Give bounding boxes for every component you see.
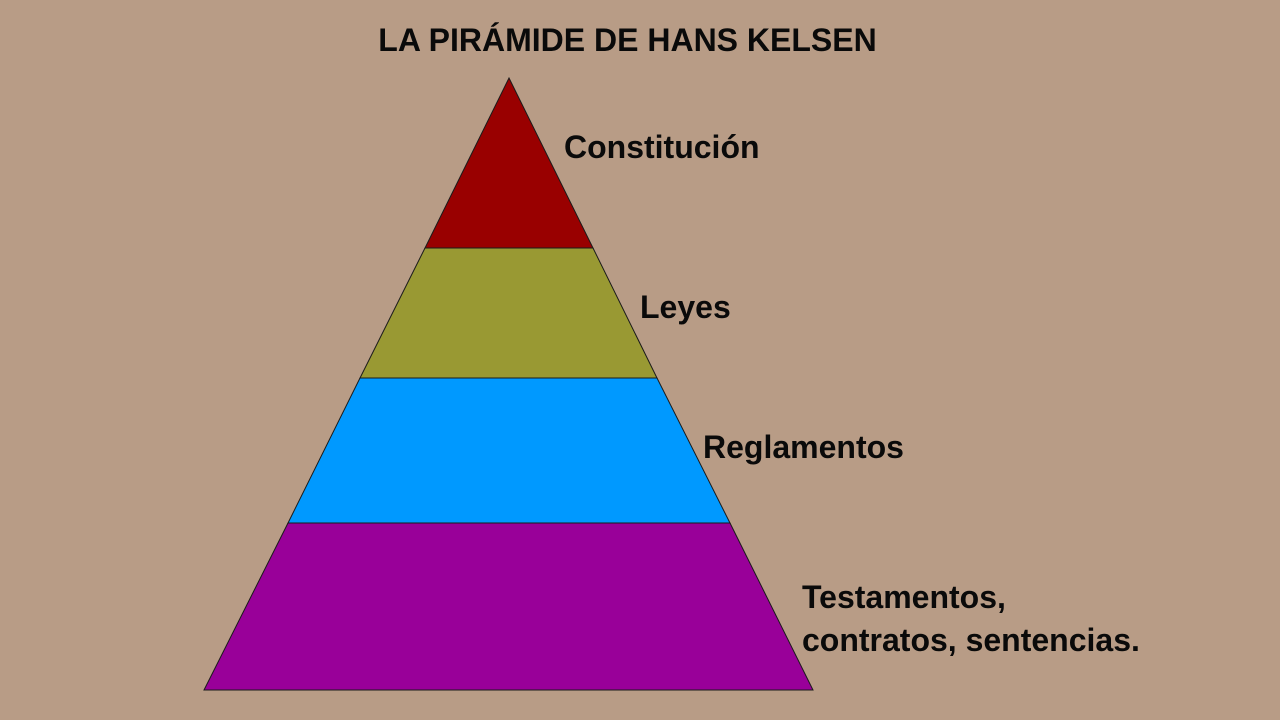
label-leyes: Leyes	[640, 289, 731, 325]
level-testamentos	[203, 522, 814, 691]
level-reglamentos	[287, 377, 731, 524]
label-constitucion: Constitución	[564, 129, 760, 165]
label-testamentos-line2: contratos, sentencias.	[802, 622, 1140, 658]
diagram-title: LA PIRÁMIDE DE HANS KELSEN	[378, 22, 877, 58]
level-leyes	[359, 247, 658, 379]
label-testamentos-line1: Testamentos,	[802, 579, 1006, 615]
label-reglamentos: Reglamentos	[703, 429, 904, 465]
